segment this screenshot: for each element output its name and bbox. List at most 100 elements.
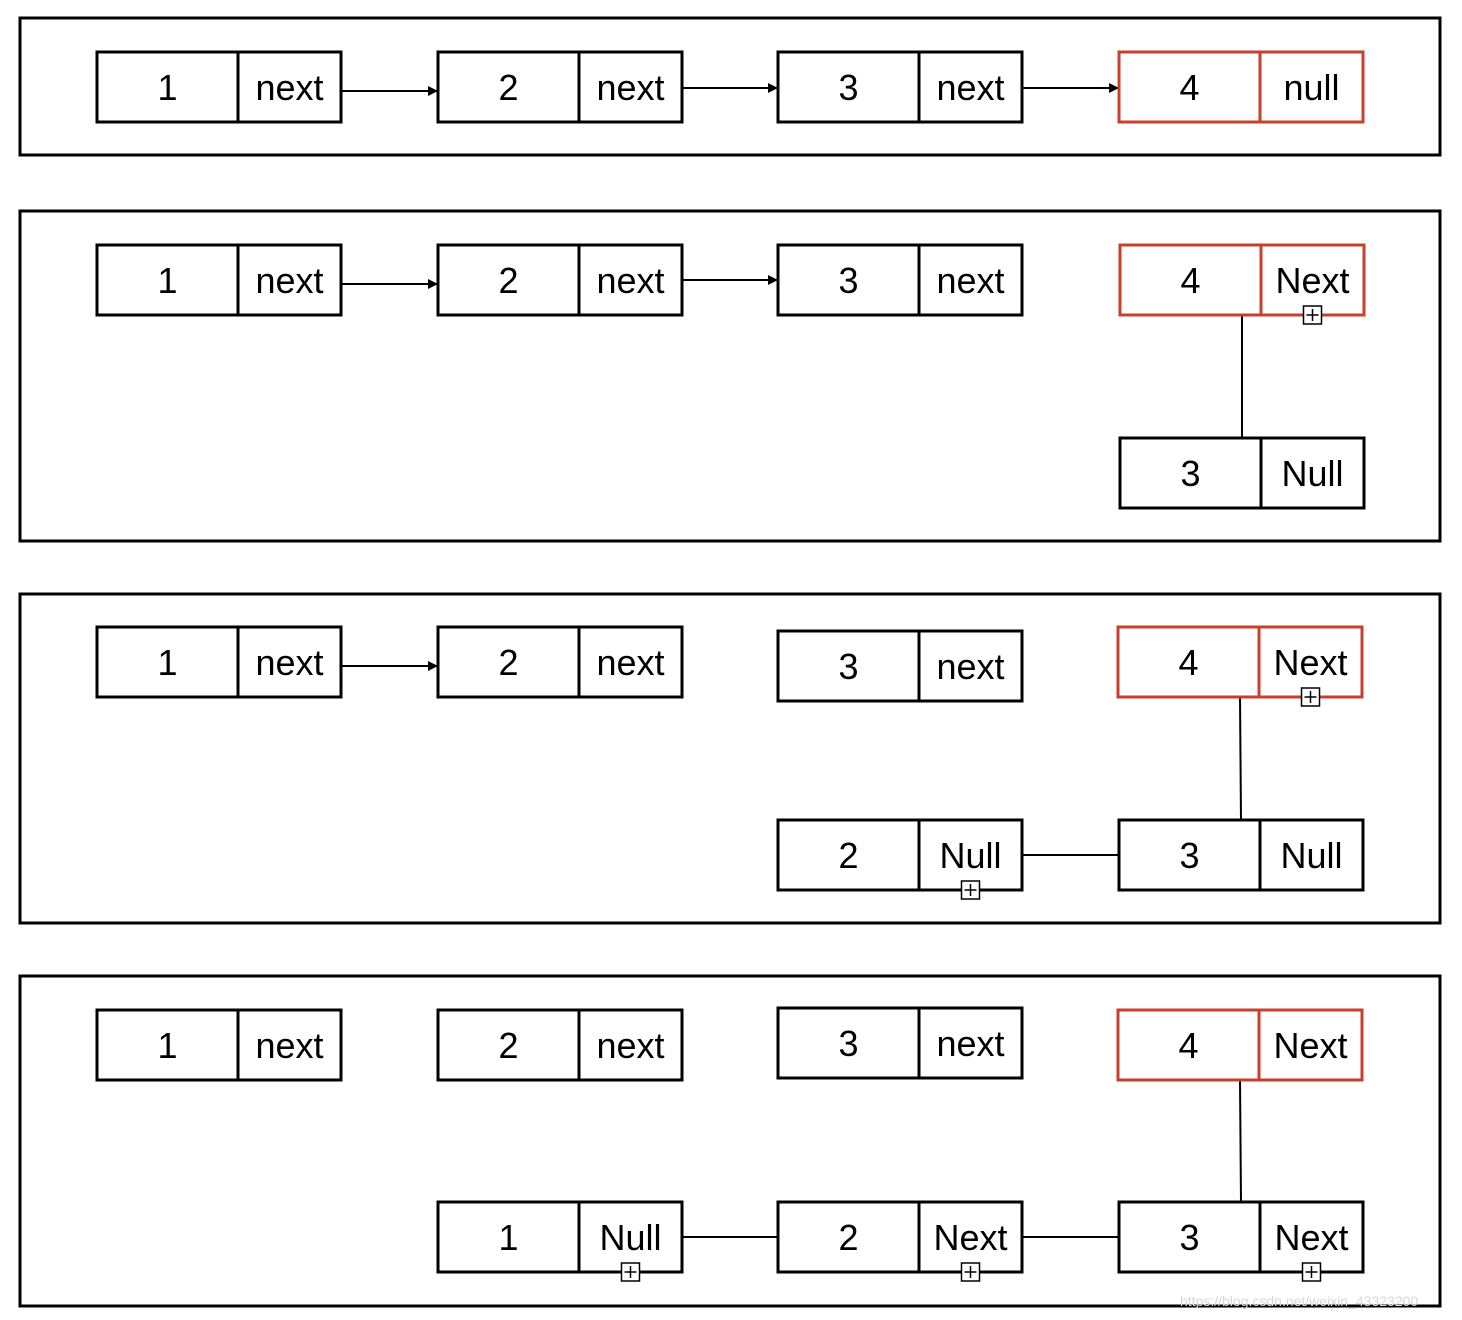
plus-icon [1302, 305, 1323, 325]
connector-line-p4-1 [1239, 1079, 1242, 1203]
node-pointer-cell [1257, 625, 1364, 699]
node-value-label: 1 [157, 642, 177, 683]
node-value-label: 3 [838, 1023, 858, 1064]
node-value-label: 1 [157, 260, 177, 301]
node-pointer-cell [1258, 1200, 1365, 1274]
node-value-label: 3 [1179, 835, 1199, 876]
node-pointer-cell [236, 50, 343, 124]
node-pointer-cell [917, 818, 1024, 892]
plus-icon [1301, 1262, 1322, 1282]
node-pointer-cell [577, 625, 684, 699]
node-pointer-label: next [936, 260, 1004, 301]
node-value-label: 3 [1179, 1217, 1199, 1258]
node-pointer-label: Null [599, 1217, 661, 1258]
node-value-label: 2 [838, 1217, 858, 1258]
node-pointer-label: null [1283, 67, 1339, 108]
list-node-p3-3: 3 next [776, 629, 1024, 703]
node-pointer-cell [236, 625, 343, 699]
panel-frame-2 [18, 209, 1442, 543]
list-node-p3-1: 1 next [95, 625, 343, 699]
node-value-label: 1 [498, 1217, 518, 1258]
node-value-label: 2 [498, 1025, 518, 1066]
list-node-p2-4: 4 Next [1118, 243, 1366, 325]
list-node-p4-5: 1 Null [436, 1200, 684, 1282]
plus-icon [960, 880, 981, 900]
node-value-label: 2 [498, 67, 518, 108]
node-pointer-cell [917, 50, 1024, 124]
node-value-label: 4 [1178, 642, 1198, 683]
node-pointer-cell [1258, 818, 1365, 892]
node-value-label: 3 [1180, 453, 1200, 494]
plus-icon [1300, 687, 1321, 707]
node-pointer-label: Next [1273, 642, 1347, 683]
node-pointer-cell [577, 1008, 684, 1082]
node-pointer-label: next [255, 260, 323, 301]
node-value-cell [436, 1200, 581, 1274]
node-value-label: 3 [838, 260, 858, 301]
list-node-p2-1: 1 next [95, 243, 343, 317]
node-value-cell [1118, 436, 1263, 510]
node-pointer-cell [236, 1008, 343, 1082]
node-value-cell [95, 625, 240, 699]
node-value-label: 2 [838, 835, 858, 876]
node-value-cell [436, 1008, 581, 1082]
node-pointer-label: next [936, 67, 1004, 108]
node-value-cell [776, 50, 921, 124]
node-pointer-cell [236, 243, 343, 317]
node-pointer-cell [917, 1200, 1024, 1274]
panel-frame-4 [18, 974, 1442, 1308]
list-node-p1-3: 3 next [776, 50, 1024, 124]
node-pointer-cell [1258, 50, 1365, 124]
node-value-label: 4 [1178, 1025, 1198, 1066]
node-pointer-label: next [255, 642, 323, 683]
node-pointer-label: next [596, 1025, 664, 1066]
node-value-label: 4 [1180, 260, 1200, 301]
node-pointer-label: Next [1275, 260, 1349, 301]
node-pointer-cell [1259, 243, 1366, 317]
node-value-cell [1116, 625, 1261, 699]
node-value-label: 1 [157, 67, 177, 108]
node-value-cell [95, 50, 240, 124]
list-node-p2-3: 3 next [776, 243, 1024, 317]
node-value-label: 2 [498, 642, 518, 683]
panel-frame-3 [18, 592, 1442, 925]
node-pointer-label: next [936, 646, 1004, 687]
list-node-p1-2: 2 next [436, 50, 684, 124]
node-pointer-cell [1257, 1008, 1364, 1082]
node-pointer-label: next [596, 260, 664, 301]
node-value-label: 3 [838, 646, 858, 687]
node-value-cell [95, 1008, 240, 1082]
node-pointer-label: Null [939, 835, 1001, 876]
node-pointer-label: next [255, 1025, 323, 1066]
plus-icon [620, 1262, 641, 1282]
node-pointer-label: Next [1274, 1217, 1348, 1258]
list-node-p4-1: 1 next [95, 1008, 343, 1082]
list-node-p3-5: 2 Null [776, 818, 1024, 900]
node-value-label: 3 [838, 67, 858, 108]
node-value-label: 1 [157, 1025, 177, 1066]
node-pointer-label: Next [933, 1217, 1007, 1258]
node-pointer-cell [577, 50, 684, 124]
node-pointer-cell [917, 243, 1024, 317]
list-node-p1-1: 1 next [95, 50, 343, 124]
list-node-p3-2: 2 next [436, 625, 684, 699]
node-pointer-label: next [596, 642, 664, 683]
list-node-p4-2: 2 next [436, 1008, 684, 1082]
node-value-cell [776, 243, 921, 317]
panel-frame-1 [18, 16, 1442, 157]
node-value-cell [1118, 243, 1263, 317]
node-value-cell [436, 243, 581, 317]
node-pointer-cell [1259, 436, 1366, 510]
node-pointer-label: next [596, 67, 664, 108]
node-value-cell [436, 625, 581, 699]
node-value-label: 2 [498, 260, 518, 301]
node-pointer-cell [577, 243, 684, 317]
node-pointer-label: next [255, 67, 323, 108]
list-node-p3-4: 4 Next [1116, 625, 1364, 707]
node-pointer-cell [917, 1006, 1024, 1080]
